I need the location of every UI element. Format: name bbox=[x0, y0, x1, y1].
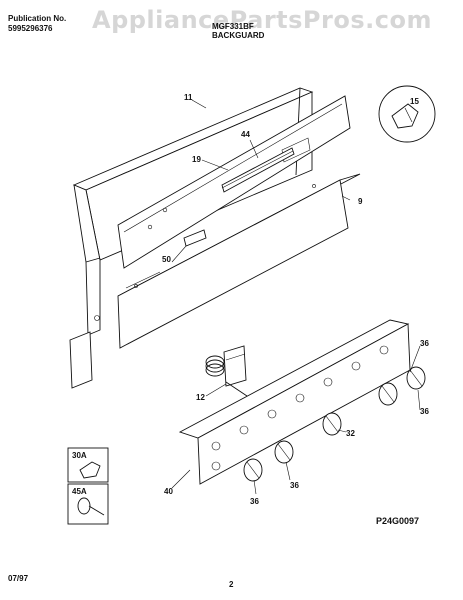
trim-strip bbox=[221, 147, 295, 193]
inset-15 bbox=[378, 85, 436, 143]
knob-1 bbox=[243, 458, 263, 482]
inset-30a bbox=[67, 447, 109, 483]
bracket bbox=[183, 229, 207, 247]
section-title: BACKGUARD bbox=[212, 31, 265, 40]
callout-19: 19 bbox=[192, 155, 201, 164]
callout-50: 50 bbox=[162, 255, 171, 264]
callout-36-top: 36 bbox=[420, 339, 429, 348]
knob-4 bbox=[378, 382, 398, 406]
callout-40: 40 bbox=[164, 487, 173, 496]
callout-9: 9 bbox=[358, 197, 363, 206]
model-number: MGF331BF bbox=[212, 22, 254, 31]
thermostat bbox=[205, 345, 251, 399]
callout-11: 11 bbox=[184, 93, 193, 102]
control-panel-front bbox=[117, 173, 361, 349]
publication-date: 07/97 bbox=[8, 574, 29, 583]
figure-code: P24G0097 bbox=[376, 516, 420, 526]
leader-lines bbox=[171, 99, 421, 495]
publication-number: 5995296376 bbox=[8, 24, 53, 33]
knob-5 bbox=[406, 366, 426, 390]
inset-45a bbox=[67, 483, 109, 525]
callout-12: 12 bbox=[196, 393, 205, 402]
knobs bbox=[243, 366, 426, 482]
callout-36-bottom: 36 bbox=[250, 497, 259, 506]
callout-15: 15 bbox=[410, 97, 419, 106]
callout-30a: 30A bbox=[72, 451, 87, 460]
page-number: 2 bbox=[229, 580, 234, 589]
publication-label: Publication No. bbox=[8, 14, 67, 23]
callout-32: 32 bbox=[346, 429, 355, 438]
callout-36-right: 36 bbox=[420, 407, 429, 416]
callout-44: 44 bbox=[241, 130, 250, 139]
watermark: AppliancePartsPros.com bbox=[92, 6, 432, 34]
knob-3 bbox=[322, 412, 342, 436]
manifold-plate bbox=[178, 319, 411, 485]
callout-36-middle: 36 bbox=[290, 481, 299, 490]
knob-2 bbox=[274, 440, 294, 464]
callout-45a: 45A bbox=[72, 487, 87, 496]
